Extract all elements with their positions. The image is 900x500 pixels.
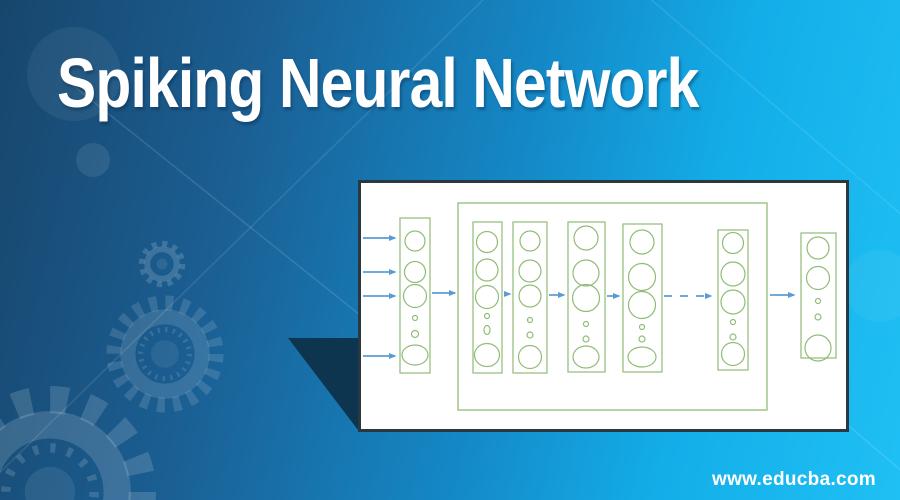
neuron-node: [814, 313, 822, 321]
hidden-layer-4: [622, 223, 663, 373]
gear-icon: [138, 240, 186, 288]
output-layer: [800, 232, 837, 362]
neuron-node: [404, 230, 426, 252]
neuron-node: [572, 345, 600, 369]
neuron-node: [720, 341, 746, 367]
neuron-node: [720, 289, 746, 315]
neuron-node: [518, 259, 542, 283]
neuron-node: [572, 259, 600, 287]
neuron-node: [582, 320, 590, 328]
neuron-node: [402, 283, 428, 309]
neuron-node: [571, 283, 601, 313]
neuron-node: [473, 342, 501, 368]
panel-fold-shadow: [288, 338, 358, 430]
gear-marks: [1, 443, 99, 500]
neuron-node: [805, 265, 831, 291]
neuron-node: [627, 262, 657, 292]
neuron-node: [729, 318, 737, 326]
neuron-node: [483, 312, 491, 320]
gear-ring: [0, 411, 131, 500]
neuron-node: [526, 331, 534, 339]
neuron-node: [729, 333, 737, 341]
neuron-node: [638, 335, 646, 343]
neuron-node: [721, 231, 745, 255]
gear-ring: [120, 309, 210, 399]
page-title: Spiking Neural Network: [57, 44, 699, 122]
soft-circle: [27, 27, 121, 121]
hidden-layer-1: [472, 221, 503, 374]
neuron-node: [403, 260, 427, 284]
neuron-node: [474, 284, 500, 310]
output-layer-frame: [800, 232, 837, 359]
input-layer: [399, 217, 431, 374]
neuron-node: [629, 229, 655, 255]
neuron-node: [517, 344, 543, 370]
diagonal-streak: [650, 0, 900, 215]
gear-teeth: [106, 295, 224, 413]
neuron-node: [582, 335, 590, 343]
hidden-layers-container: [457, 202, 768, 411]
hidden-layer-1-frame: [472, 221, 503, 374]
hidden-layer-3-frame: [567, 221, 606, 373]
gear-teeth: [138, 240, 186, 288]
hidden-layer-3: [567, 221, 606, 373]
hidden-layer-4-frame: [622, 223, 663, 373]
gear-marks: [138, 327, 192, 381]
soft-circle: [844, 250, 900, 322]
hidden-layer-2-frame: [512, 221, 548, 374]
neuron-node: [806, 236, 830, 260]
neuron-node: [401, 344, 429, 366]
neuron-node: [519, 230, 541, 252]
input-layer-frame: [399, 217, 431, 374]
soft-circle: [76, 143, 110, 177]
gear-hub: [151, 340, 179, 368]
neuron-node: [526, 316, 534, 324]
neuron-node: [804, 334, 832, 362]
neuron-node: [475, 230, 499, 254]
hidden-layer-5: [717, 229, 749, 371]
neuron-node: [814, 297, 822, 305]
neuron-node: [410, 329, 420, 339]
gear-icon: [106, 295, 224, 413]
neuron-node: [483, 324, 491, 336]
diagonal-streak: [0, 0, 484, 474]
spiking-neural-network-diagram: [363, 202, 837, 411]
neuron-node: [720, 261, 746, 287]
hidden-layer-5-frame: [717, 229, 749, 371]
gear-hub: [24, 466, 76, 500]
gear-hub: [156, 258, 168, 270]
neuron-node: [627, 346, 657, 368]
hidden-layer-2: [512, 221, 548, 374]
neuron-node: [573, 225, 599, 251]
neuron-node: [518, 284, 542, 308]
gear-ring: [144, 246, 180, 282]
diagram-panel: [358, 180, 849, 432]
neuron-node: [627, 290, 657, 320]
gear-teeth: [0, 385, 157, 500]
neuron-node: [638, 323, 646, 331]
neuron-node: [475, 258, 499, 282]
website-url: www.educba.com: [712, 469, 876, 490]
neuron-node: [411, 314, 419, 322]
gear-icon: [0, 385, 157, 500]
